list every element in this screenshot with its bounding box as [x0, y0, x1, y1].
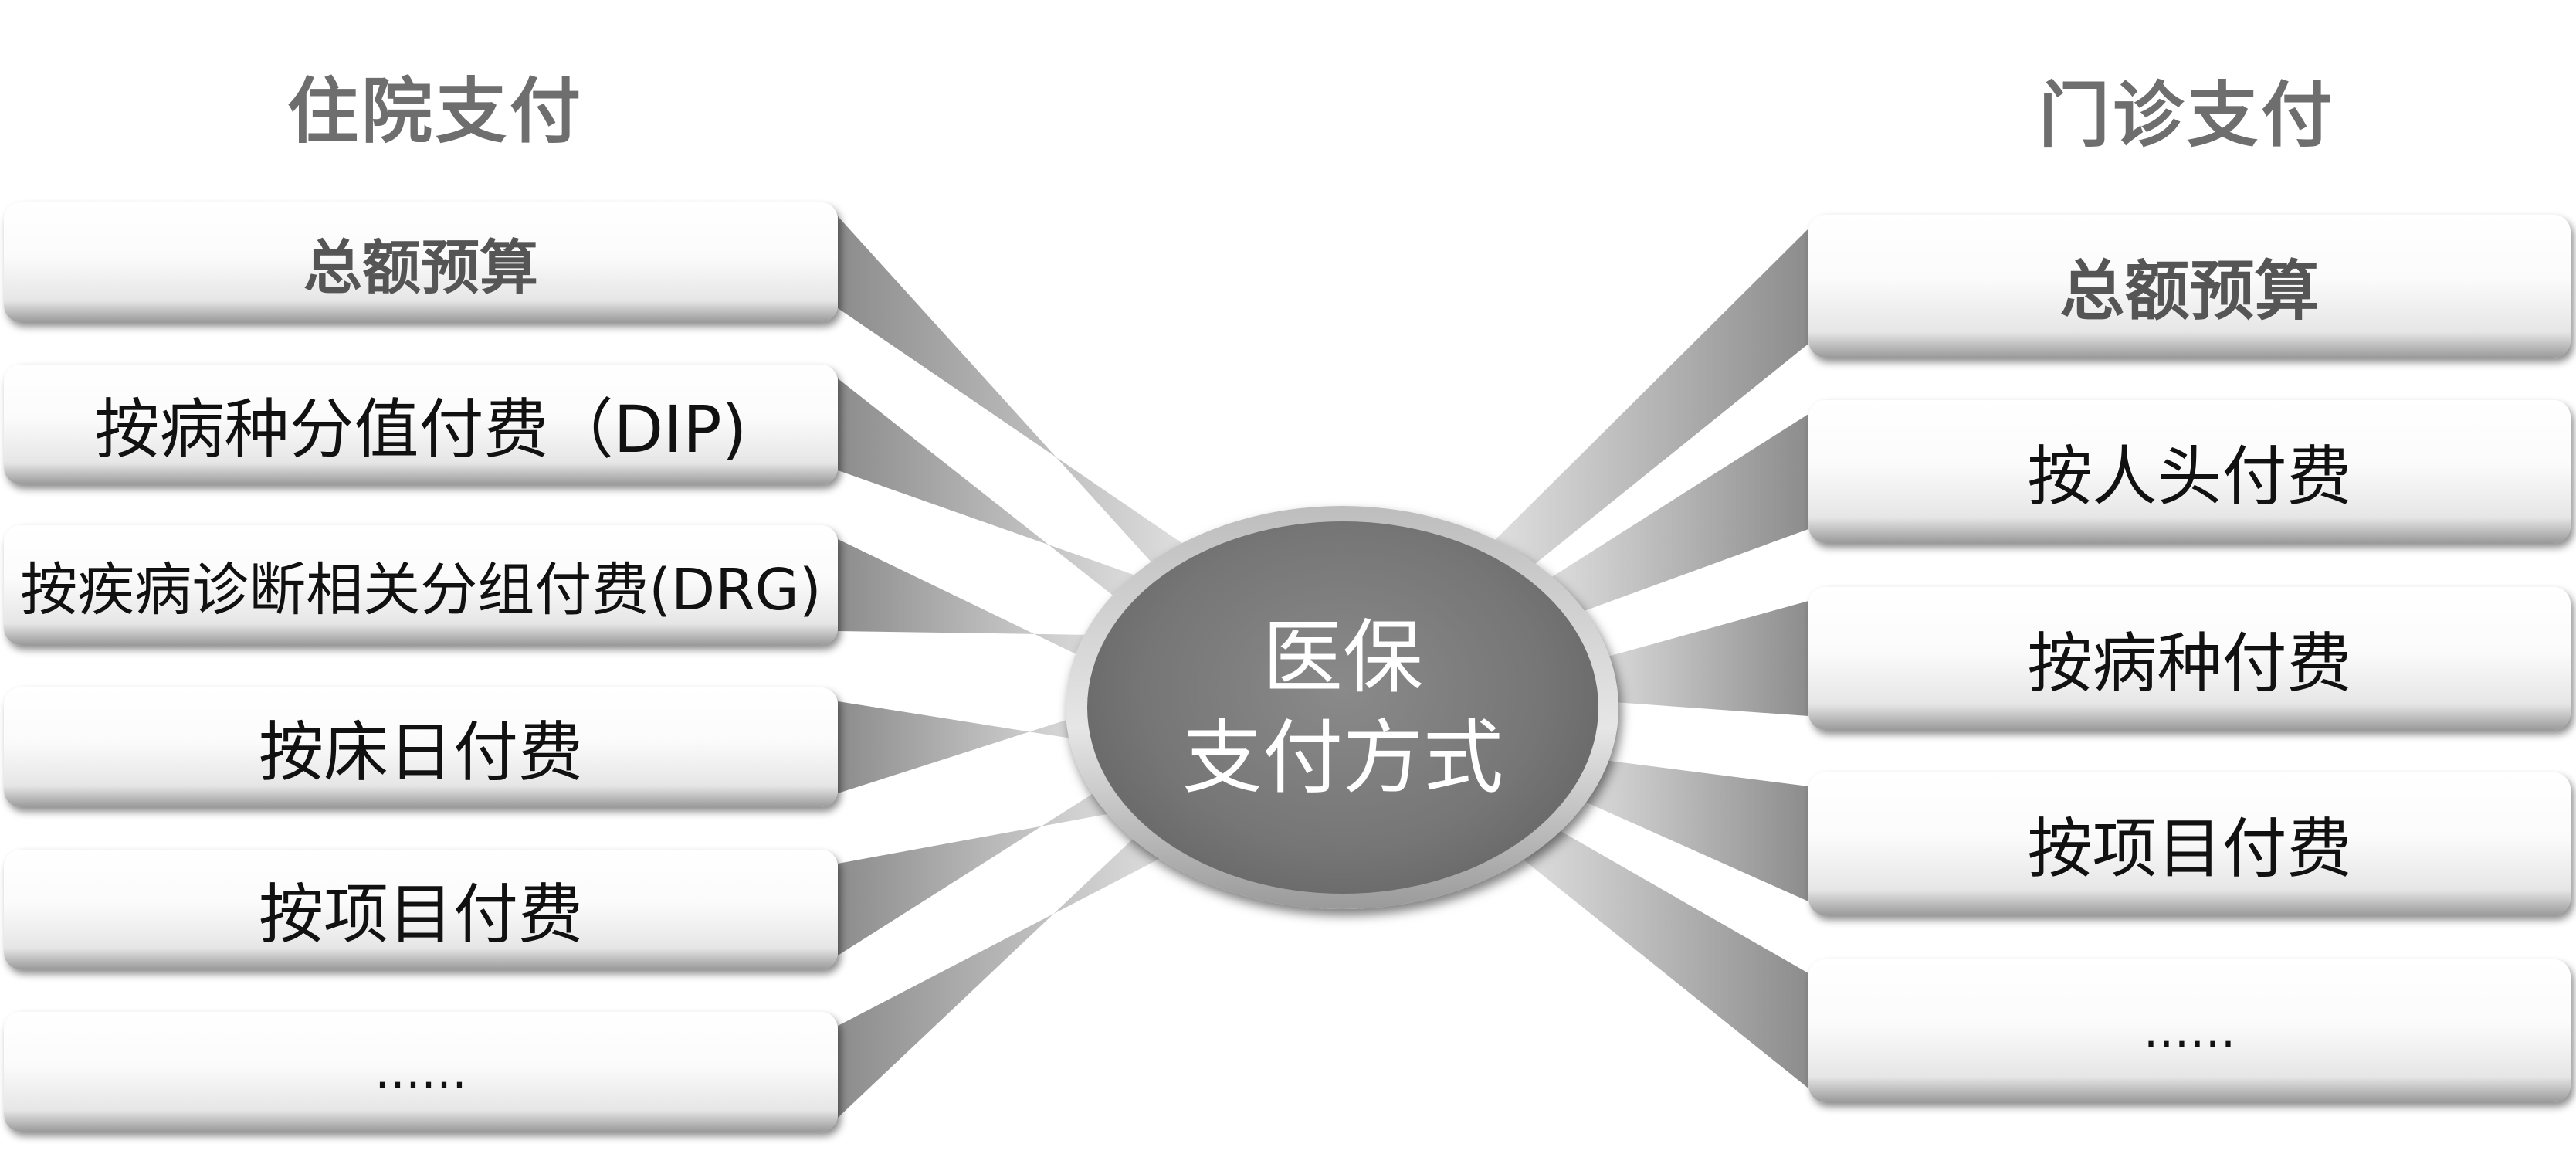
right-box-5: ……: [1808, 959, 2571, 1102]
left-box-label: 按项目付费: [258, 877, 583, 952]
left-box-label: 总额预算: [303, 232, 538, 302]
left-ray-5: [838, 776, 1144, 955]
right-ray-3: [1577, 601, 1808, 716]
right-ray-5: [1500, 816, 1808, 1088]
left-box-label: 按床日付费: [258, 714, 583, 790]
left-box-label: 按病种分值付费（DIP): [94, 392, 747, 467]
left-box-5: 按项目付费: [4, 850, 838, 969]
center-line-1: 医保: [1262, 610, 1423, 704]
right-box-1: 总额预算: [1808, 215, 2571, 358]
right-ray-4: [1557, 756, 1808, 901]
right-box-3: 按病种付费: [1808, 587, 2571, 730]
left-ray-1: [838, 216, 1208, 583]
left-box-4: 按床日付费: [4, 687, 838, 807]
right-box-label: 按人头付费: [2027, 439, 2352, 514]
right-title: 门诊支付: [2039, 74, 2336, 157]
left-box-label: 按疾病诊断相关分组付费(DRG): [20, 557, 822, 623]
right-box-4: 按项目付费: [1808, 772, 2571, 915]
left-ray-4: [838, 701, 1107, 793]
center-line-2: 支付方式: [1181, 711, 1503, 805]
right-box-label: ……: [2143, 1003, 2236, 1058]
right-ray-2: [1527, 414, 1808, 623]
right-box-label: 按项目付费: [2027, 811, 2352, 887]
right-box-label: 按病种付费: [2027, 626, 2352, 701]
left-ray-3: [838, 539, 1123, 670]
left-title: 住院支付: [287, 70, 585, 153]
right-box-2: 按人头付费: [1808, 400, 2571, 543]
right-box-label: 总额预算: [2059, 253, 2320, 329]
center-ellipse: 医保 支付方式: [1087, 521, 1598, 894]
left-box-2: 按病种分值付费（DIP): [4, 365, 838, 484]
left-box-1: 总额预算: [4, 202, 838, 322]
left-box-label: ……: [375, 1044, 467, 1099]
left-box-6: ……: [4, 1012, 838, 1132]
left-box-3: 按疾病诊断相关分组付费(DRG): [4, 525, 838, 645]
right-ray-1: [1476, 229, 1808, 582]
